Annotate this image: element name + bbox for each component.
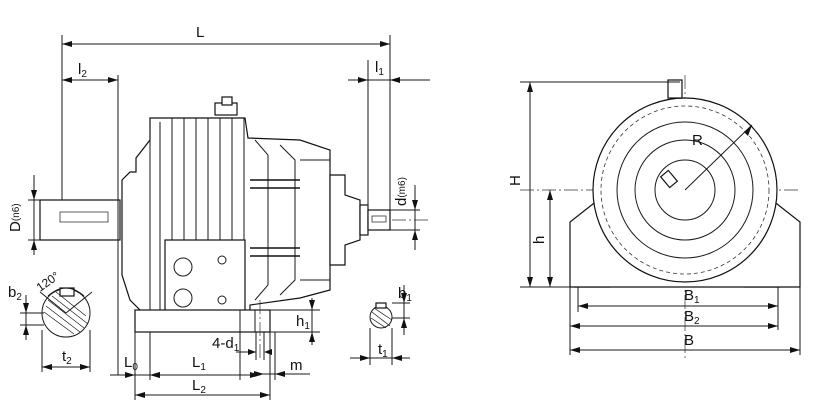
svg-text:d(m6): d(m6) [393, 177, 410, 206]
screw [217, 295, 227, 305]
output-shaft-keyway [371, 215, 387, 223]
front-breather [667, 79, 683, 99]
dim-h1-label: h1 [296, 313, 310, 332]
dim-h-label: h [531, 236, 548, 244]
dim-L0-label: L0 [124, 354, 138, 373]
dim-l2-label: l2 [78, 61, 87, 80]
terminal-box [164, 239, 246, 316]
conduit-hole-top [173, 257, 193, 277]
housing-inner [634, 139, 736, 241]
housing-dashed-ring [600, 105, 770, 275]
input-shaft-section: b2 120° t2 [8, 269, 93, 372]
dim-B2-label: B2 [684, 308, 700, 327]
left-shaft-keyway [59, 211, 109, 223]
front-view: R H h B1 B2 B [507, 75, 801, 360]
dim-L1-label: L1 [192, 354, 206, 373]
svg-text:D(n6): D(n6) [7, 203, 24, 232]
side-view: L l2 l1 D(n6) d(m6) [7, 24, 430, 400]
screw [217, 255, 227, 265]
breather-cap [221, 96, 233, 106]
svg-text:H: H [507, 175, 524, 186]
svg-text:h: h [531, 236, 548, 244]
dim-t1-label: t1 [378, 341, 388, 360]
housing-ring [616, 121, 754, 259]
dim-m-label: m [290, 357, 303, 374]
dim-L-label: L [196, 24, 204, 41]
conduit-hole-bottom [173, 288, 193, 308]
dim-L2-label: L2 [192, 377, 206, 396]
dim-R-label: R [692, 132, 703, 149]
shaft-boss [654, 159, 716, 221]
key [659, 169, 679, 189]
dim-t2-label: t2 [62, 348, 72, 367]
dim-B1-label: B1 [684, 287, 700, 306]
dim-d-label: d(m6) [393, 177, 410, 206]
output-neck [329, 174, 361, 266]
dim-l1-label: l1 [375, 59, 384, 78]
base-foot [134, 309, 271, 333]
dim-b2-label: b2 [8, 284, 22, 303]
gear-case-ribs [250, 139, 330, 301]
radius-line [684, 124, 753, 191]
output-shaft-section: b1 t1 [350, 285, 412, 365]
dim-B-label: B [684, 332, 694, 349]
dim-holes-label: 4-d1 [212, 335, 240, 354]
output-shaft [367, 209, 391, 231]
dim-D-label: D(n6) [7, 203, 24, 232]
left-shaft [39, 199, 121, 241]
output-flange [359, 204, 369, 236]
dim-H-label: H [507, 175, 524, 186]
dim-b1-label: b1 [398, 285, 412, 304]
